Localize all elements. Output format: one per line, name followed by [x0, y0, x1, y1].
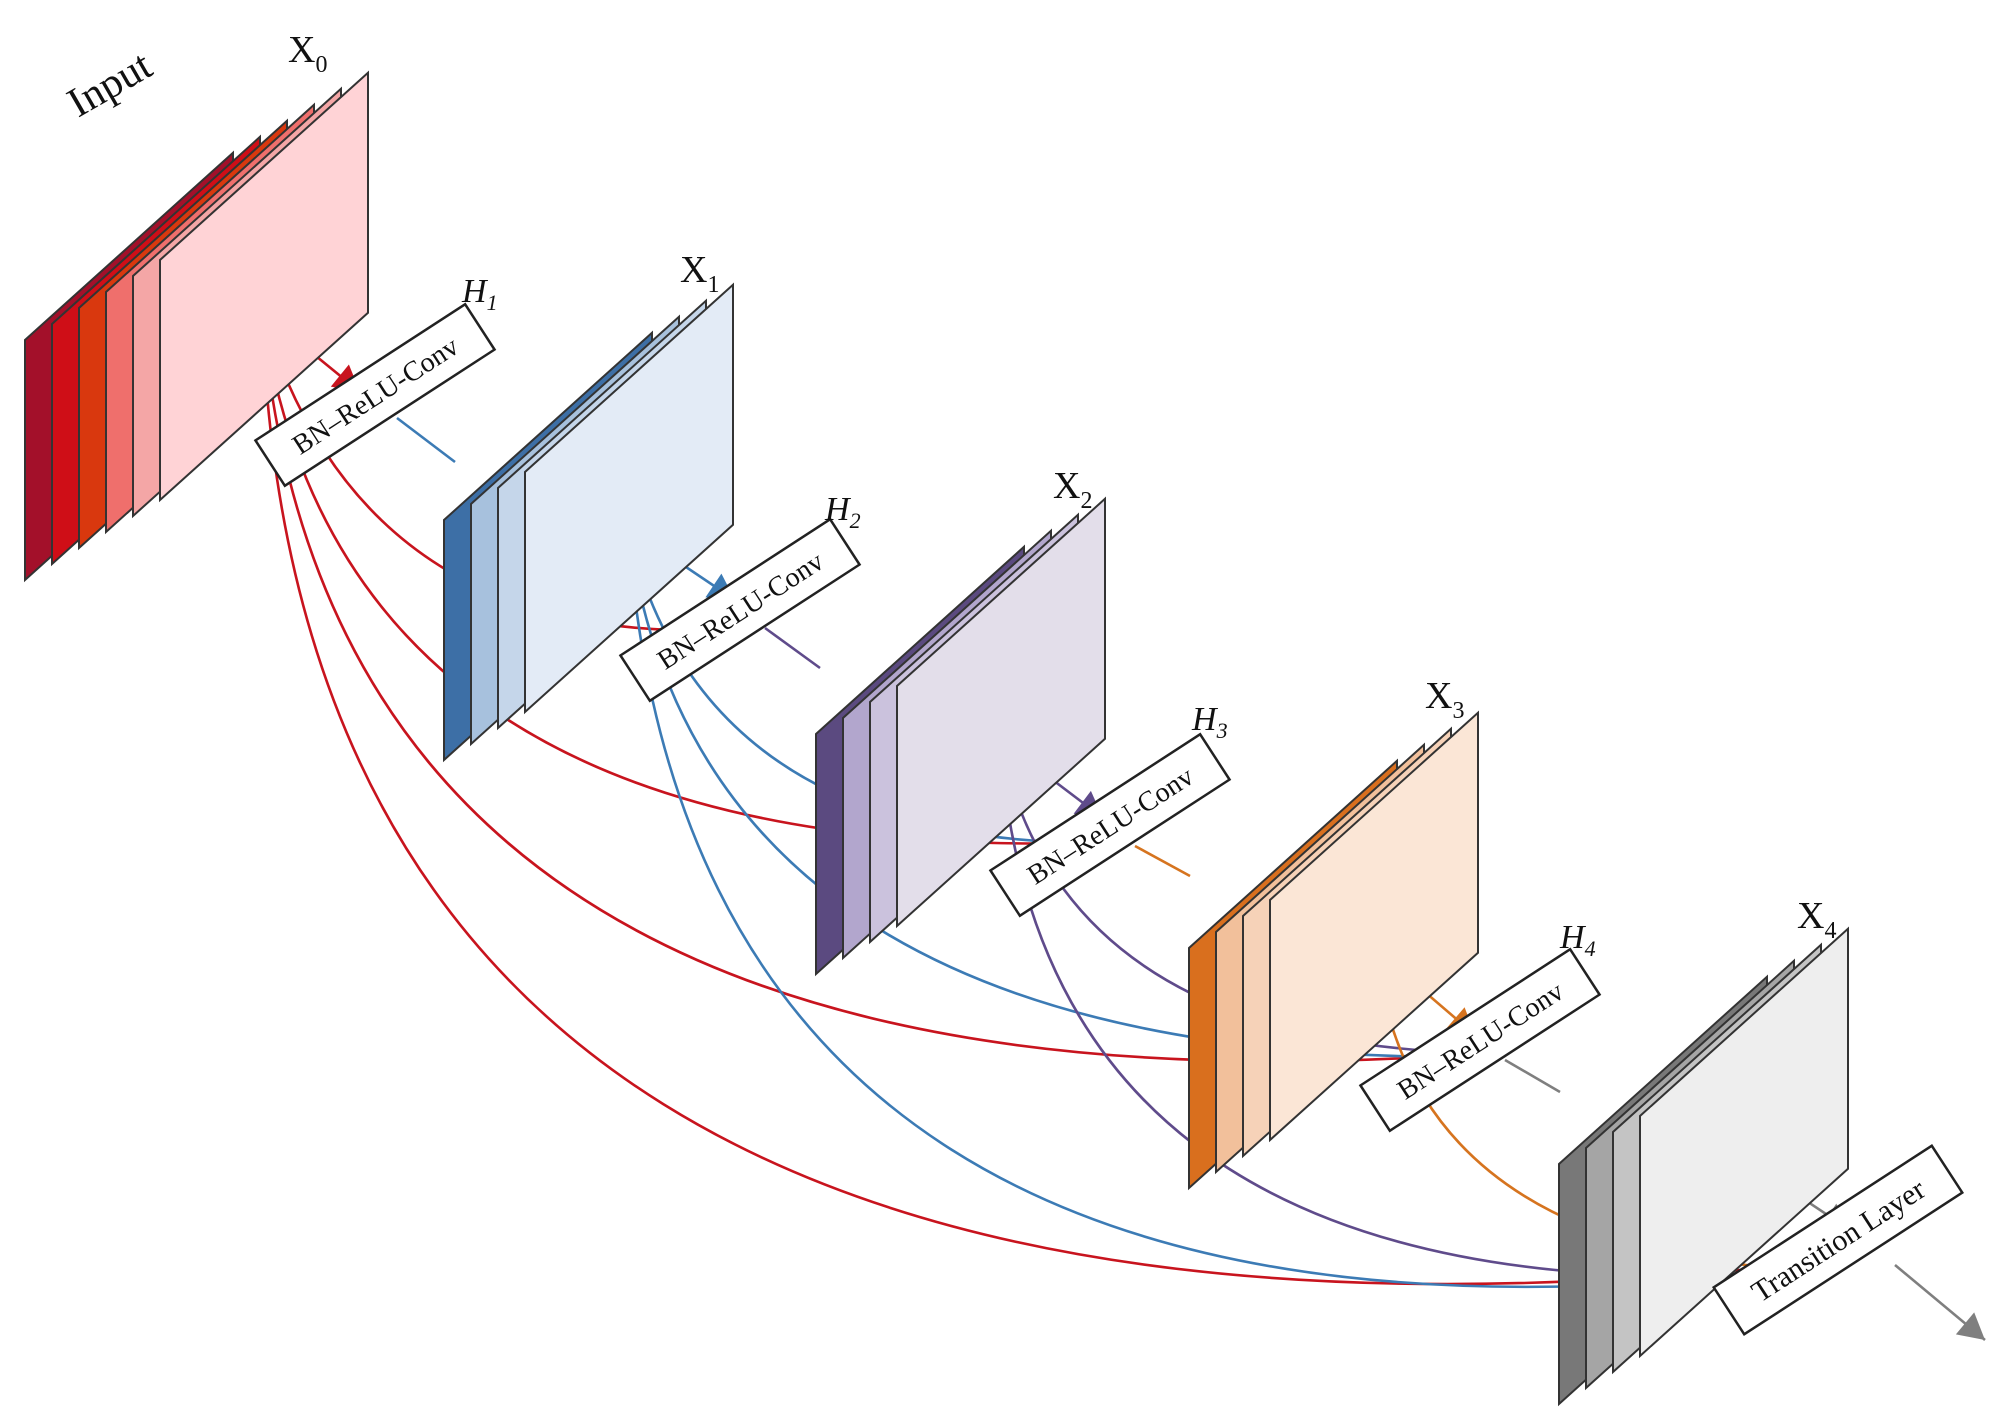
feature-map-blocks: [24, 70, 1849, 1407]
x0-label: X0: [288, 29, 327, 78]
x4-label: X4: [1797, 895, 1836, 944]
block-x0: [24, 70, 369, 583]
x1-label: X1: [680, 249, 719, 298]
edge-x1-transition: [626, 527, 1798, 1289]
edge-x0-h4: [260, 311, 1461, 1063]
block-x3: [1188, 710, 1479, 1191]
block-x4: [1558, 926, 1849, 1407]
h1-label: H1: [461, 273, 498, 315]
x2-label: X2: [1053, 465, 1092, 514]
feature-map-plate: [1639, 926, 1849, 1359]
arrow-head: [1955, 1312, 1985, 1340]
h3-label: H3: [1191, 701, 1228, 743]
feature-map-plate: [159, 70, 369, 503]
conn-h2-x2: [764, 626, 821, 670]
conn-h1-x1: [396, 416, 456, 464]
feature-map-plate: [524, 282, 734, 715]
feature-map-plate: [1269, 710, 1479, 1143]
feature-map-plate: [896, 496, 1106, 929]
x3-label: X3: [1425, 675, 1464, 724]
input-label: Input: [60, 42, 160, 126]
conn-h4-x4: [1504, 1058, 1561, 1094]
block-x1: [443, 282, 734, 763]
conn-h3-x3: [1134, 844, 1191, 878]
edge-x0-transition: [260, 311, 1793, 1286]
h2-label: H2: [824, 491, 861, 533]
block-x2: [815, 496, 1106, 977]
h4-label: H4: [1559, 919, 1596, 961]
